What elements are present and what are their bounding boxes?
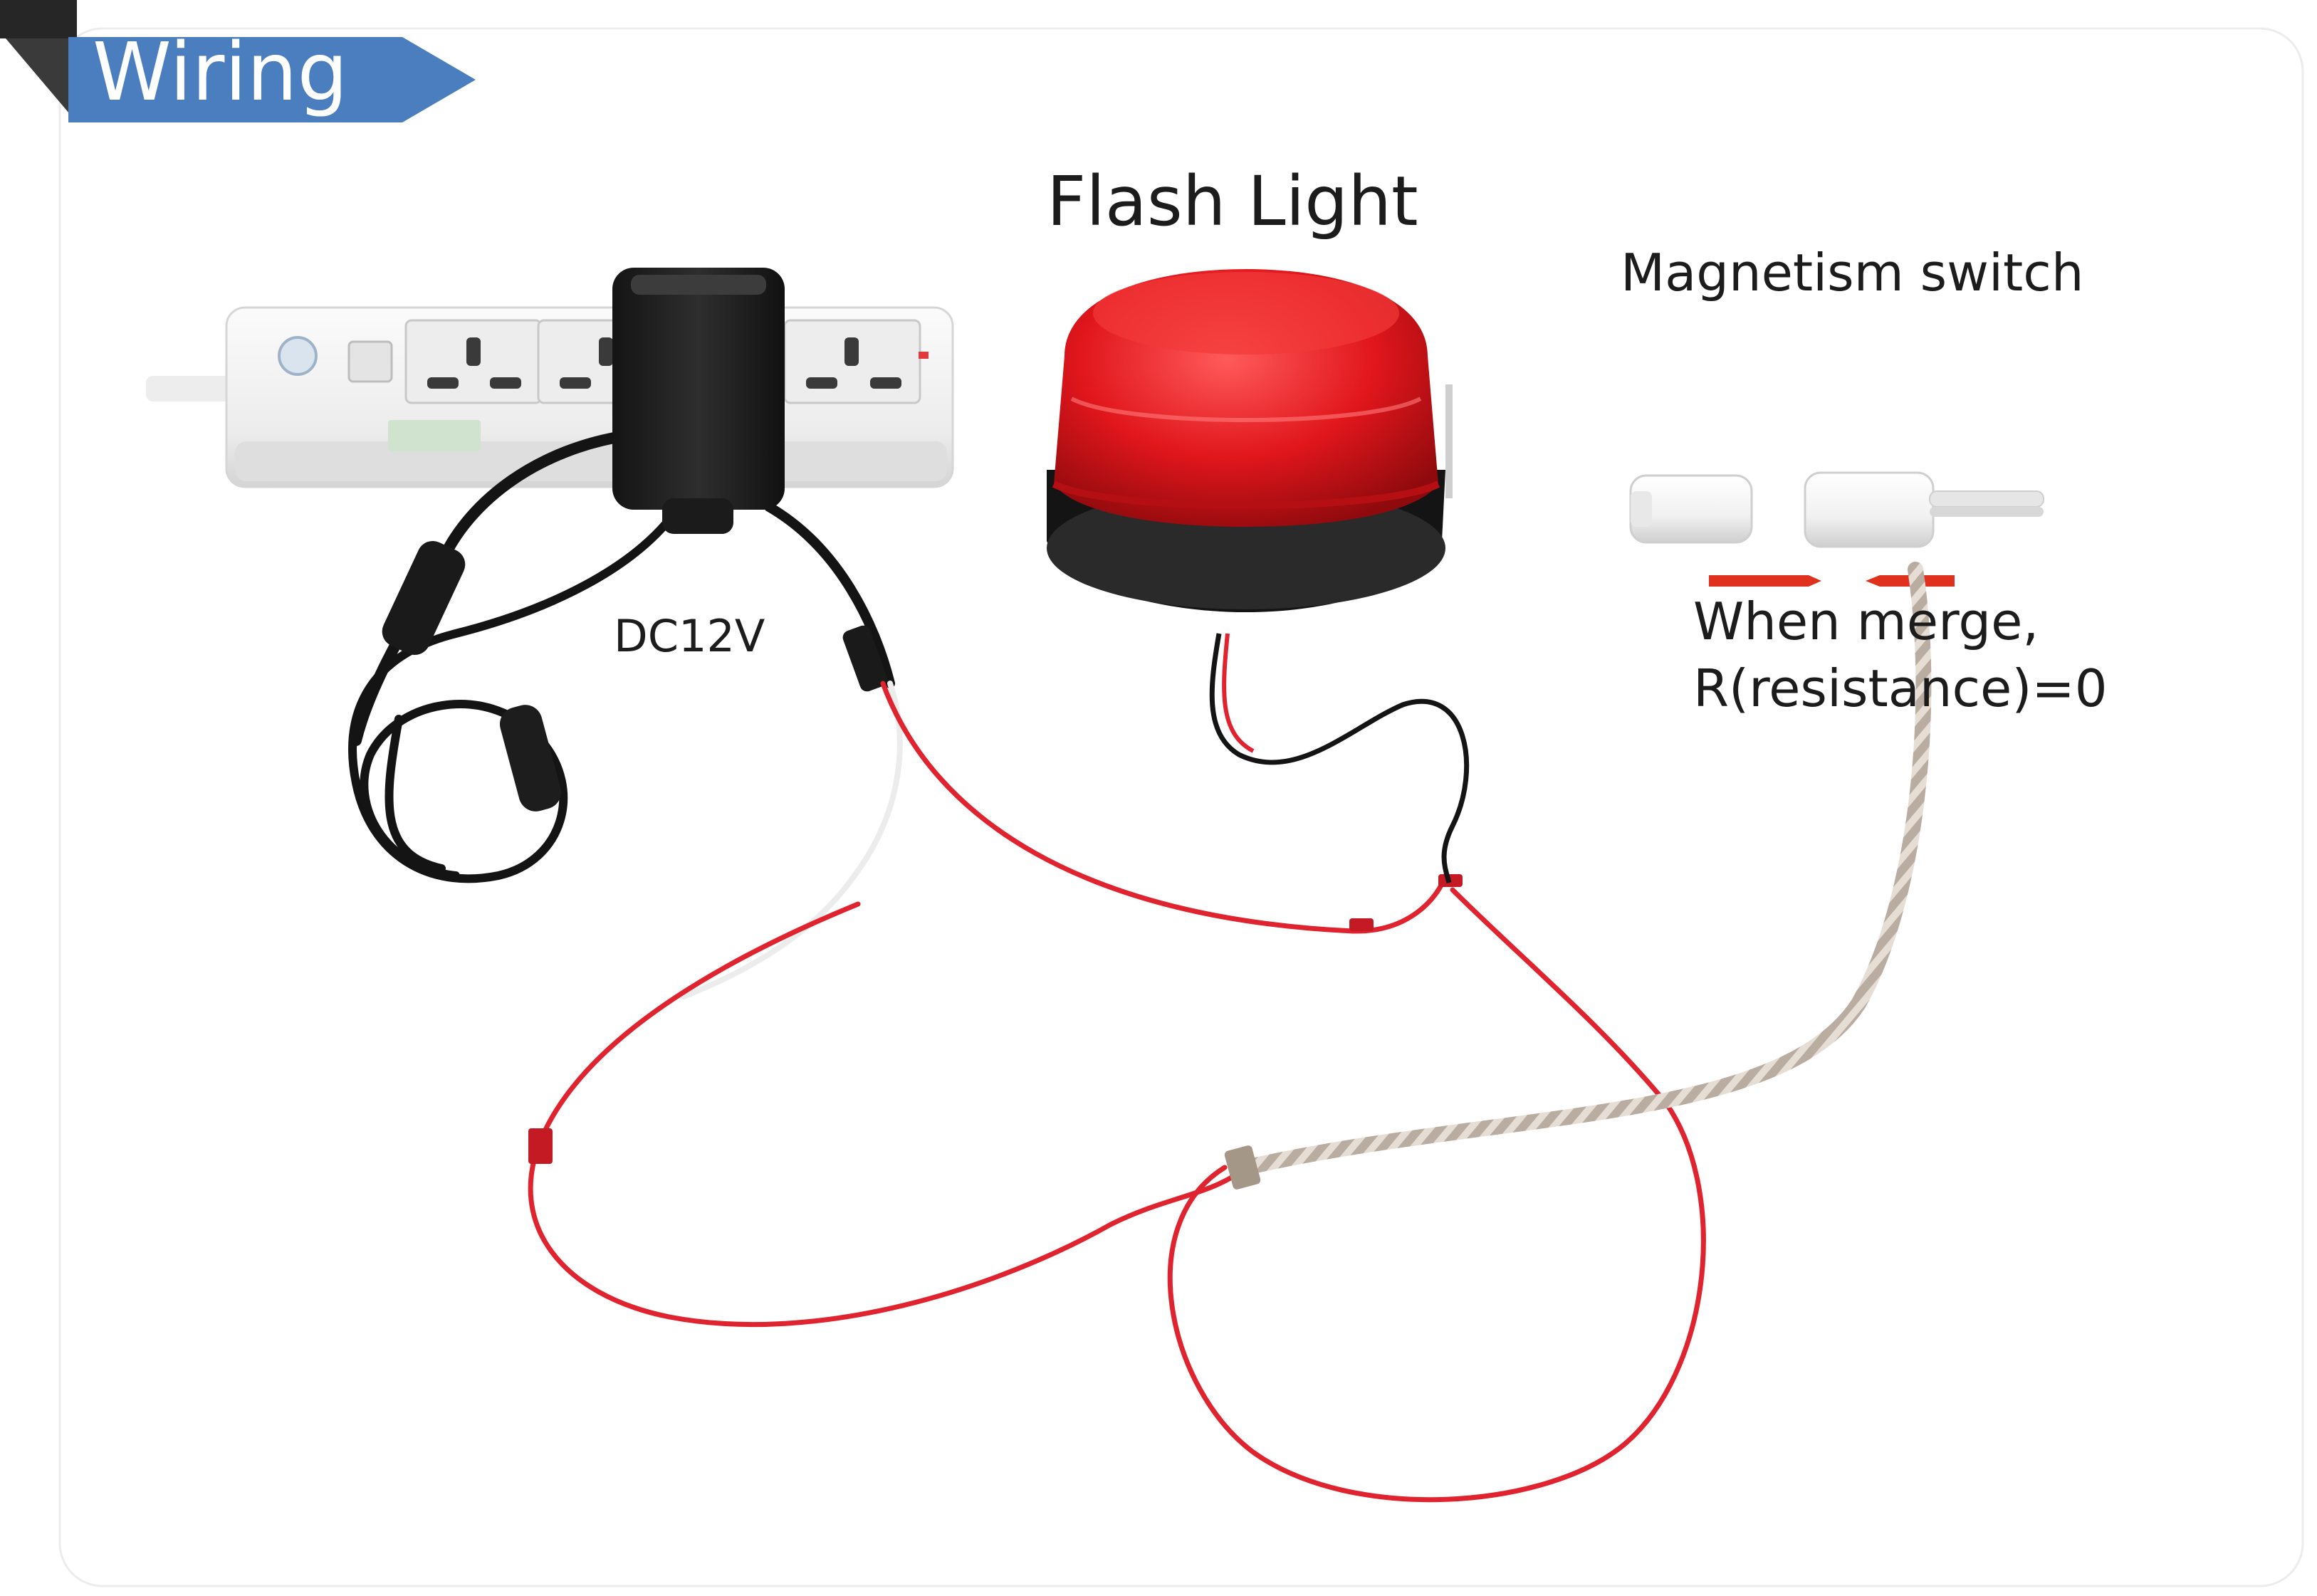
- banner-fold: [6, 38, 77, 122]
- merge-resistance-note: When merge, R(resistance)=0: [1693, 588, 2108, 722]
- wire-connector: [528, 1128, 553, 1164]
- beacon-black-wire: [1209, 633, 1470, 883]
- cord-strain-relief: [842, 625, 888, 692]
- banner-corner-block: [0, 0, 77, 38]
- beacon-red-wire: [1222, 633, 1255, 753]
- banner-title: Wiring: [93, 26, 348, 119]
- red-wires: [528, 681, 1706, 1503]
- cable-ferrule: [1224, 1145, 1261, 1190]
- power-voltage-label: DC12V: [614, 610, 765, 662]
- power-adapter-icon: [612, 268, 785, 534]
- armored-cable: [1238, 562, 1932, 1175]
- page-frame: [58, 27, 2304, 1587]
- flash-light-label: Flash Light: [1047, 162, 1418, 241]
- wire-connector: [1349, 918, 1374, 931]
- magnetism-switch-label: Magnetism switch: [1621, 243, 2084, 303]
- wiring-banner: [0, 0, 476, 122]
- cord-ferrite-bead: [500, 705, 561, 812]
- merge-note-line-1: When merge,: [1693, 592, 2039, 651]
- flash-light-icon: [1047, 269, 1453, 612]
- banner-arrow: [68, 37, 476, 122]
- dc-plug: [382, 540, 466, 656]
- magnetic-switch-icon: [1629, 471, 2044, 587]
- neutral-lead: [681, 681, 903, 999]
- merge-note-line-2: R(resistance)=0: [1693, 658, 2108, 718]
